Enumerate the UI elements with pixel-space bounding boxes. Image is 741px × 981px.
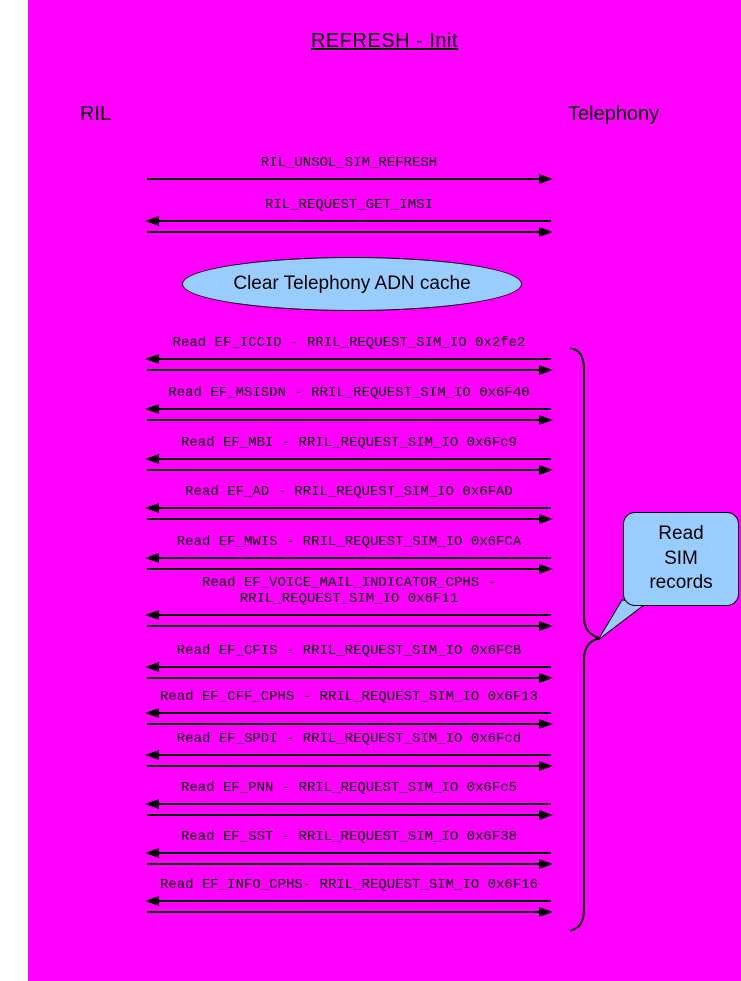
arrow-right <box>145 858 553 869</box>
note-text: Clear Telephony ADN cache <box>233 273 471 294</box>
message-label: Read EF_MBI - RRIL_REQUEST_SIM_IO 0x6Fc9 <box>180 435 518 451</box>
arrow-right <box>145 563 553 574</box>
message-label: Read EF_AD - RRIL_REQUEST_SIM_IO 0x6FAD <box>185 484 513 500</box>
sequence-message: Read EF_INFO_CPHS- RRIL_REQUEST_SIM_IO 0… <box>145 877 553 917</box>
arrow-left <box>145 552 553 563</box>
message-label: Read EF_CFIS - RRIL_REQUEST_SIM_IO 0x6FC… <box>176 643 522 659</box>
sequence-message: Read EF_CFF_CPHS - RRIL_REQUEST_SIM_IO 0… <box>145 689 553 729</box>
arrow-right <box>145 760 553 771</box>
arrow-left <box>145 609 553 620</box>
arrow-left <box>145 749 553 760</box>
page-title: REFRESH - Init <box>310 30 459 52</box>
arrow-right <box>145 464 553 475</box>
arrow-right <box>145 672 553 683</box>
sequence-message: Read EF_PNN - RRIL_REQUEST_SIM_IO 0x6Fc5 <box>145 780 553 820</box>
arrow-left <box>145 403 553 414</box>
sequence-message: Read EF_MBI - RRIL_REQUEST_SIM_IO 0x6Fc9 <box>145 435 553 475</box>
callout-line: records <box>649 572 713 594</box>
actor-label-telephony: Telephony <box>568 103 660 125</box>
arrow-left <box>145 707 553 718</box>
message-label: Read EF_MSISDN - RRIL_REQUEST_SIM_IO 0x6… <box>168 385 530 401</box>
message-label: Read EF_INFO_CPHS- RRIL_REQUEST_SIM_IO 0… <box>159 877 539 893</box>
sequence-message: RIL_REQUEST_GET_IMSI <box>145 197 553 237</box>
message-label: Read EF_MWIS - RRIL_REQUEST_SIM_IO 0x6FC… <box>176 534 522 550</box>
arrow-left <box>145 502 553 513</box>
arrow-right <box>145 620 553 631</box>
sequence-message: Read EF_SST - RRIL_REQUEST_SIM_IO 0x6F38 <box>145 829 553 869</box>
actor-label-ril: RIL <box>80 103 112 125</box>
sequence-message: Read EF_SPDI - RRIL_REQUEST_SIM_IO 0x6Fc… <box>145 731 553 771</box>
diagram-background <box>28 0 741 981</box>
note-ellipse-clear-adn-cache: Clear Telephony ADN cache <box>182 257 522 311</box>
arrow-left <box>145 798 553 809</box>
arrow-right <box>145 364 553 375</box>
arrow-right <box>145 414 553 425</box>
message-label: Read EF_SST - RRIL_REQUEST_SIM_IO 0x6F38 <box>180 829 518 845</box>
sequence-message: Read EF_CFIS - RRIL_REQUEST_SIM_IO 0x6FC… <box>145 643 553 683</box>
arrow-right <box>145 718 553 729</box>
sequence-message: Read EF_VOICE_MAIL_INDICATOR_CPHS - RRIL… <box>145 575 553 631</box>
sequence-message: RIL_UNSOL_SIM_REFRESH <box>145 155 553 184</box>
arrow-left <box>145 215 553 226</box>
arrow-left <box>145 453 553 464</box>
message-label: Read EF_ICCID - RRIL_REQUEST_SIM_IO 0x2f… <box>172 335 526 351</box>
arrow-right <box>145 226 553 237</box>
message-label: RIL_REQUEST_GET_IMSI <box>264 197 434 213</box>
sequence-message: Read EF_MWIS - RRIL_REQUEST_SIM_IO 0x6FC… <box>145 534 553 574</box>
message-label: Read EF_PNN - RRIL_REQUEST_SIM_IO 0x6Fc5 <box>180 780 518 796</box>
callout-line: Read <box>658 522 704 544</box>
arrow-left <box>145 353 553 364</box>
arrow-left <box>145 847 553 858</box>
callout-line: SIM <box>664 547 698 569</box>
arrow-right <box>145 809 553 820</box>
message-label: Read EF_VOICE_MAIL_INDICATOR_CPHS - RRIL… <box>201 575 497 607</box>
arrow-left <box>145 661 553 672</box>
arrow-right <box>145 173 553 184</box>
arrow-right <box>145 513 553 524</box>
arrow-right <box>145 906 553 917</box>
arrow-left <box>145 895 553 906</box>
message-label: Read EF_SPDI - RRIL_REQUEST_SIM_IO 0x6Fc… <box>176 731 522 747</box>
sequence-message: Read EF_MSISDN - RRIL_REQUEST_SIM_IO 0x6… <box>145 385 553 425</box>
message-label: Read EF_CFF_CPHS - RRIL_REQUEST_SIM_IO 0… <box>159 689 539 705</box>
sequence-message: Read EF_ICCID - RRIL_REQUEST_SIM_IO 0x2f… <box>145 335 553 375</box>
sequence-message: Read EF_AD - RRIL_REQUEST_SIM_IO 0x6FAD <box>145 484 553 524</box>
message-label: RIL_UNSOL_SIM_REFRESH <box>260 155 438 171</box>
callout-read-sim-records: Read SIM records <box>623 512 739 606</box>
